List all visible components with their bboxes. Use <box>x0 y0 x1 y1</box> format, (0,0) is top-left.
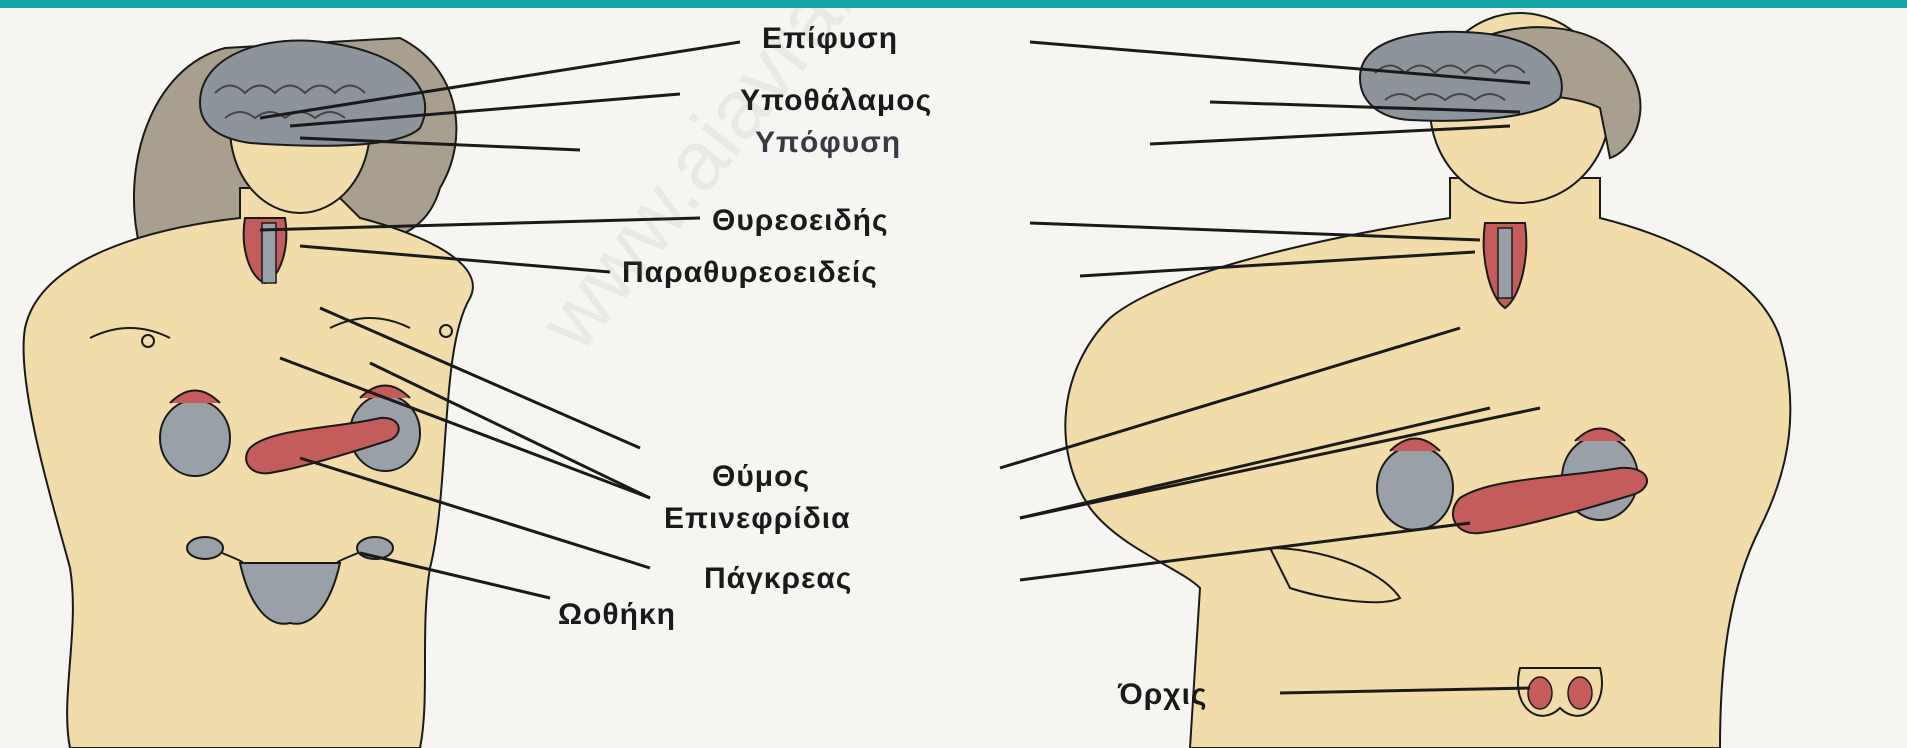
male-figure <box>1065 13 1790 748</box>
label-testis: Όρχις <box>1118 680 1208 710</box>
label-thymus: Θύμος <box>712 462 810 492</box>
diagram-canvas <box>0 8 1907 748</box>
label-ovary: Ωοθήκη <box>558 600 676 630</box>
female-body <box>24 188 473 748</box>
label-adrenals: Επινεφρίδια <box>664 504 851 534</box>
female-figure <box>24 38 473 748</box>
female-left-kidney <box>160 400 230 476</box>
label-pancreas: Πάγκρεας <box>704 564 852 594</box>
male-left-kidney <box>1377 446 1453 530</box>
label-thyroid: Θυρεοειδής <box>712 206 889 236</box>
female-left-ovary <box>187 537 223 559</box>
